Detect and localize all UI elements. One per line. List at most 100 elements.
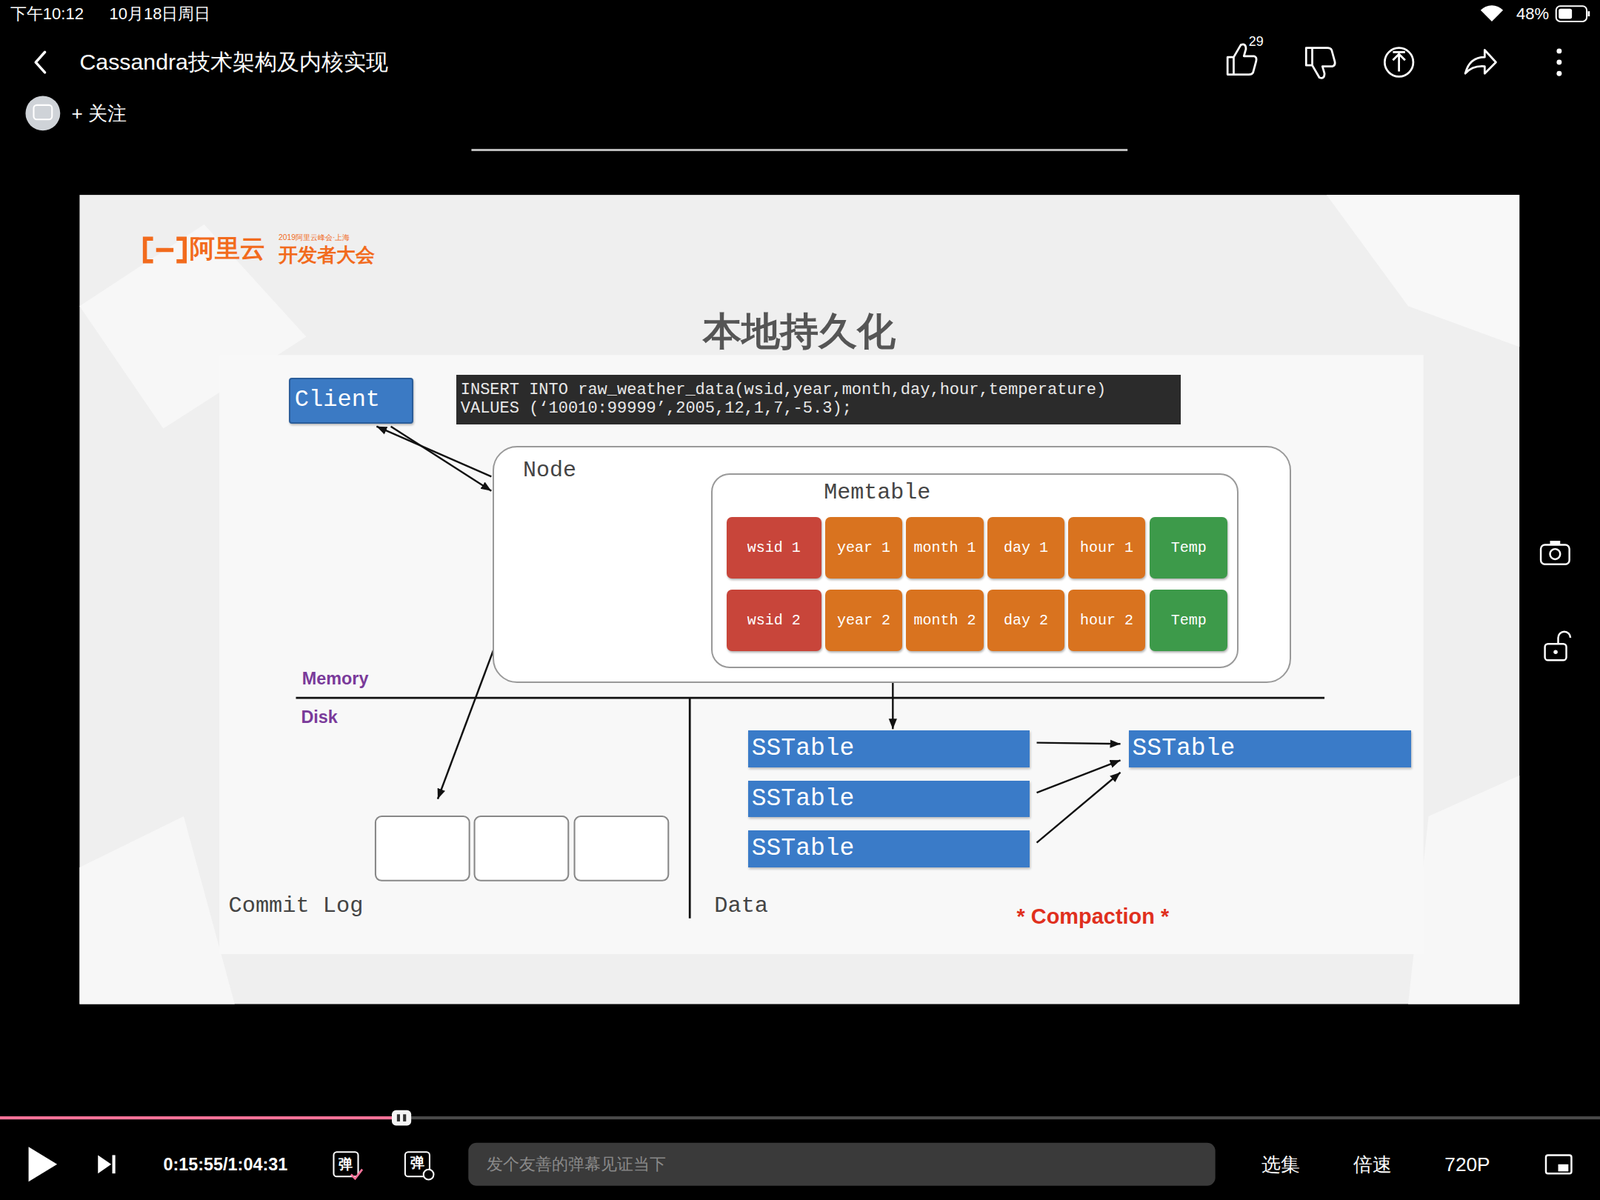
- progress-knob: [391, 1110, 412, 1126]
- flow-arrow: [1037, 742, 1121, 745]
- memory-disk-line: [295, 697, 1325, 700]
- node-text: Client: [294, 386, 380, 415]
- commit-log-slot: [375, 816, 470, 881]
- node-text: hour 2: [1080, 611, 1134, 629]
- knob-eye: [397, 1114, 400, 1122]
- slide-pattern: [1326, 194, 1520, 347]
- log-data-divider: [688, 697, 692, 919]
- node-text: wsid 1: [747, 539, 801, 557]
- battery-nub: [1587, 11, 1590, 17]
- node-text: year 2: [837, 611, 891, 629]
- slide-pattern: [79, 816, 235, 1004]
- progress-played: [0, 1116, 401, 1120]
- slide: [79, 194, 1520, 1004]
- flow-arrow: [1037, 760, 1121, 793]
- node-text: Temp: [1171, 611, 1207, 629]
- coin-arrow: [1392, 51, 1406, 72]
- follow-button: + 关注: [71, 102, 127, 125]
- next-icon: [97, 1154, 112, 1174]
- flow-arrow: [391, 426, 492, 492]
- dislike-icon: [1305, 48, 1335, 79]
- region-label: Memory: [302, 668, 369, 689]
- danmaku-input: [468, 1142, 1215, 1186]
- node-text: SSTable: [751, 834, 855, 863]
- event-title: 开发者大会: [278, 243, 375, 266]
- node-text: month 1: [914, 539, 977, 557]
- memtable-cell: month 2: [905, 589, 984, 652]
- node-text: wsid 2: [747, 611, 801, 629]
- back-icon: [35, 51, 45, 73]
- node-text: hour 1: [1080, 539, 1134, 557]
- camera-lens: [1550, 548, 1561, 560]
- memtable-cell: hour 2: [1068, 589, 1145, 652]
- slide-pattern: [1408, 775, 1520, 1005]
- section-label: Data: [714, 893, 769, 920]
- danmaku-placeholder: 发个友善的弹幕见证当下: [486, 1154, 666, 1174]
- node-text: SSTable: [751, 785, 855, 814]
- quality-button: 720P: [1444, 1153, 1490, 1176]
- episodes-button: 选集: [1261, 1153, 1300, 1176]
- memtable-cell: hour 1: [1068, 517, 1145, 579]
- danmaku-gear: [423, 1169, 435, 1180]
- section-label: Commit Log: [228, 893, 364, 920]
- play-icon: [28, 1146, 58, 1182]
- lock-icon: [1545, 643, 1567, 660]
- flow-arrow: [376, 426, 492, 478]
- pip-icon: [1545, 1154, 1572, 1174]
- memtable-cell: Temp: [1149, 517, 1228, 579]
- danmaku-toggle-icon: [333, 1151, 358, 1177]
- node-text: SSTable: [1132, 734, 1236, 763]
- memtable-box: Memtable wsid 1 year 1 month 1 day 1 hour 1 Te…: [711, 473, 1239, 669]
- more-dot: [1556, 60, 1562, 66]
- node-container: NodeMemtablewsid 1year 1month 1day 1hour…: [492, 445, 1291, 683]
- danmaku-icon-glyph: 弹: [338, 1156, 353, 1173]
- share-icon: [1465, 50, 1496, 75]
- code-block: INSERT INTO raw_weather_data(wsid,year,m…: [456, 374, 1181, 426]
- like-count: 29: [1248, 34, 1264, 50]
- memtable-cell: wsid 2: [726, 589, 822, 652]
- client-box: Client: [288, 377, 414, 424]
- memtable-cell: day 2: [987, 589, 1064, 652]
- diagram-panel: [219, 354, 1424, 955]
- lock-keyhole: [1553, 650, 1558, 655]
- lock-shackle: [1558, 631, 1572, 645]
- divider-line: [471, 148, 1128, 152]
- avatar-face: [33, 105, 52, 120]
- pip-inner: [1558, 1164, 1569, 1172]
- memtable-cell: day 1: [987, 517, 1064, 579]
- progress-track: [0, 1116, 1600, 1120]
- knob-eye: [402, 1114, 406, 1122]
- more-dot: [1556, 48, 1562, 54]
- compaction-note: * Compaction *: [1017, 905, 1170, 930]
- commit-log-slot: [474, 816, 569, 881]
- slide-title: 本地持久化: [702, 309, 896, 355]
- memtable-cell: month 1: [905, 517, 984, 579]
- node-text: Temp: [1171, 539, 1207, 557]
- battery-level: [1558, 8, 1572, 20]
- coin-icon: [1384, 48, 1414, 78]
- battery-icon: [1556, 5, 1587, 22]
- node-text: day 2: [1003, 611, 1049, 629]
- logo-mark: [145, 238, 186, 261]
- node-text: year 1: [837, 539, 891, 557]
- more-dot: [1556, 71, 1562, 77]
- speed-button: 倍速: [1353, 1153, 1392, 1176]
- memtable-cell: Temp: [1149, 589, 1228, 652]
- camera-top: [1550, 540, 1561, 546]
- region-label: Disk: [300, 707, 338, 728]
- memtable-cell: wsid 1: [726, 517, 822, 579]
- avatar: [25, 95, 60, 131]
- sstable-bar: SSTable: [748, 830, 1030, 868]
- status-date: 10月18日周日: [108, 5, 211, 24]
- wifi-icon: [1480, 5, 1503, 22]
- node-text: Memtable: [823, 480, 931, 506]
- node-text: month 2: [914, 611, 977, 629]
- next-bar: [112, 1154, 116, 1174]
- play-time: 0:15:55/1:04:31: [162, 1154, 288, 1175]
- memtable-cell: year 2: [825, 589, 902, 652]
- node-text: INSERT INTO raw_weather_data(wsid,year,m…: [460, 380, 1146, 419]
- logo-text: 阿里云: [189, 234, 266, 264]
- battery-percent: 48%: [1516, 5, 1549, 24]
